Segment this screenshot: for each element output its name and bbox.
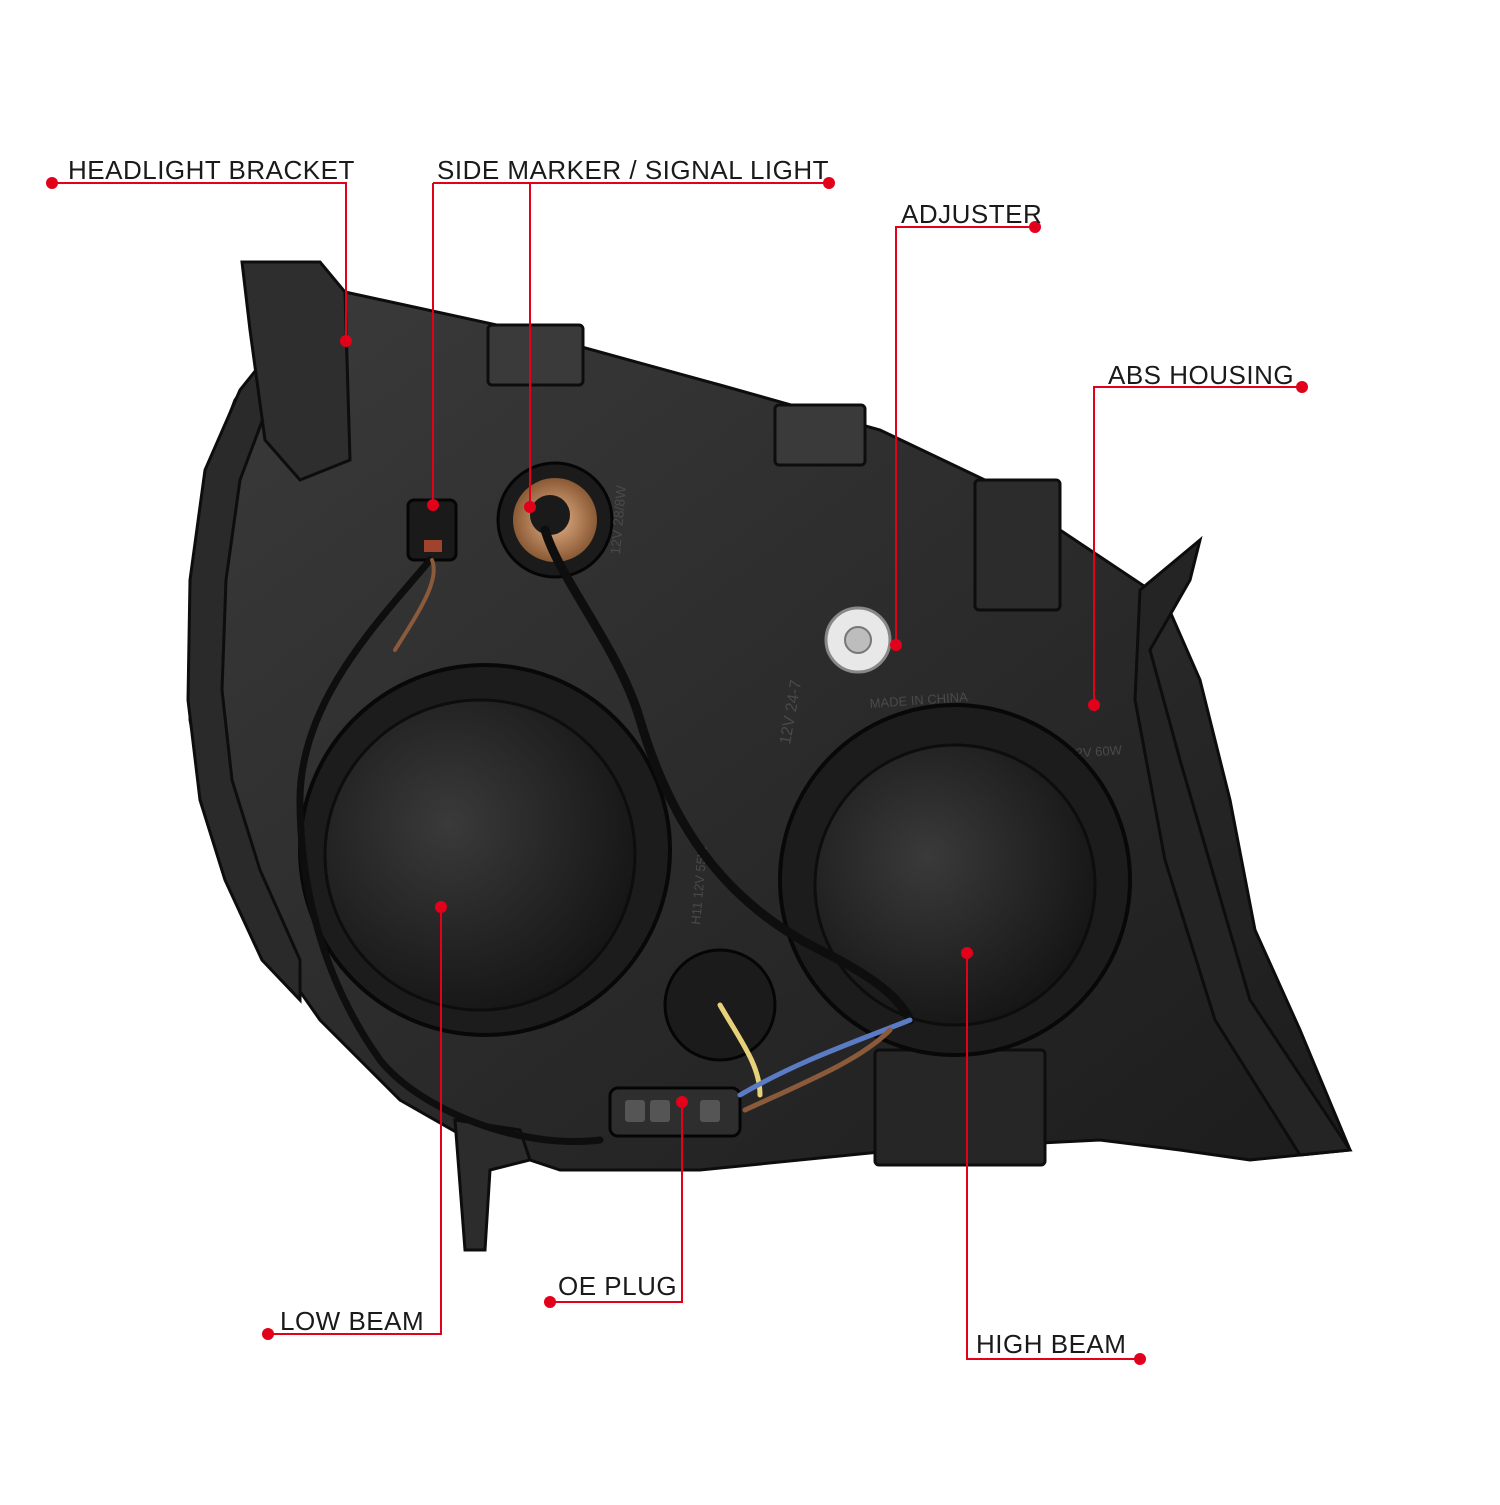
callout-dot bbox=[427, 499, 439, 511]
abs-housing-top-block bbox=[973, 478, 1062, 612]
callout-dot bbox=[890, 639, 902, 651]
label-headlight-bracket: HEADLIGHT BRACKET bbox=[68, 155, 355, 185]
adjuster-leader bbox=[895, 226, 1035, 645]
label-abs-housing: ABS HOUSING bbox=[1108, 360, 1295, 390]
callout-dot bbox=[961, 947, 973, 959]
bottom-mount-center bbox=[873, 1048, 1047, 1167]
low-beam-bulb-marking: H11 12V 55W bbox=[688, 844, 710, 926]
headlight-bracket-shape bbox=[240, 260, 352, 482]
adjuster-nut bbox=[844, 626, 872, 654]
top-clip-2 bbox=[773, 403, 867, 467]
callout-dot bbox=[544, 1296, 556, 1308]
callout-dot bbox=[1029, 221, 1041, 233]
signal-socket-core bbox=[530, 495, 570, 535]
label-high-beam: HIGH BEAM bbox=[976, 1329, 1127, 1359]
marker-wire bbox=[296, 556, 604, 1145]
abs-housing-leader bbox=[1093, 386, 1302, 705]
marker-wire-brown bbox=[393, 558, 436, 652]
high-beam-leader bbox=[966, 953, 1140, 1360]
label-low-beam: LOW BEAM bbox=[280, 1306, 425, 1336]
right-mount-flange bbox=[1133, 535, 1353, 1157]
headlight-bracket-leader bbox=[52, 182, 347, 341]
signal-wire bbox=[540, 525, 915, 1025]
low-beam-leader bbox=[268, 907, 442, 1335]
wiring-harness bbox=[296, 525, 915, 1145]
top-clip-1 bbox=[486, 323, 585, 387]
callout-dot bbox=[1088, 699, 1100, 711]
low-beam-cap bbox=[298, 663, 672, 1037]
label-side-marker: SIDE MARKER / SIGNAL LIGHT bbox=[437, 155, 830, 185]
high-beam-cap-dome bbox=[813, 743, 1097, 1027]
lens-rim bbox=[186, 337, 303, 1004]
signal-light-socket: 12V 28/8W bbox=[496, 461, 629, 579]
side-marker-connector bbox=[406, 498, 458, 562]
callout-dot bbox=[340, 335, 352, 347]
oe-plug-leader bbox=[550, 1102, 683, 1303]
oe-plug-pin bbox=[625, 1100, 645, 1122]
callout-dot bbox=[823, 177, 835, 189]
adjuster-knob bbox=[824, 606, 892, 674]
oe-plug-pin bbox=[650, 1100, 670, 1122]
bottom-mount-left bbox=[453, 1118, 532, 1252]
low-beam-cap-dome bbox=[323, 698, 637, 1012]
oe-plug-pin bbox=[700, 1100, 720, 1122]
marker-bulb-rating: 12V 28/8W bbox=[607, 484, 629, 555]
oe-wire-blue bbox=[737, 1017, 913, 1098]
label-adjuster: ADJUSTER bbox=[901, 199, 1043, 229]
label-oe-plug: OE PLUG bbox=[558, 1271, 678, 1301]
callout-dot bbox=[524, 501, 536, 513]
high-beam-cap bbox=[778, 703, 1132, 1057]
callout-dot bbox=[435, 901, 447, 913]
callout-dot bbox=[1296, 381, 1308, 393]
marker-plug-band bbox=[424, 540, 442, 552]
callout-dot bbox=[46, 177, 58, 189]
callout-dot bbox=[262, 1328, 274, 1340]
oe-wire-brown bbox=[742, 1027, 893, 1113]
callout-dot bbox=[1134, 1353, 1146, 1365]
callout-dot bbox=[676, 1096, 688, 1108]
callout-leaders bbox=[46, 177, 1308, 1365]
